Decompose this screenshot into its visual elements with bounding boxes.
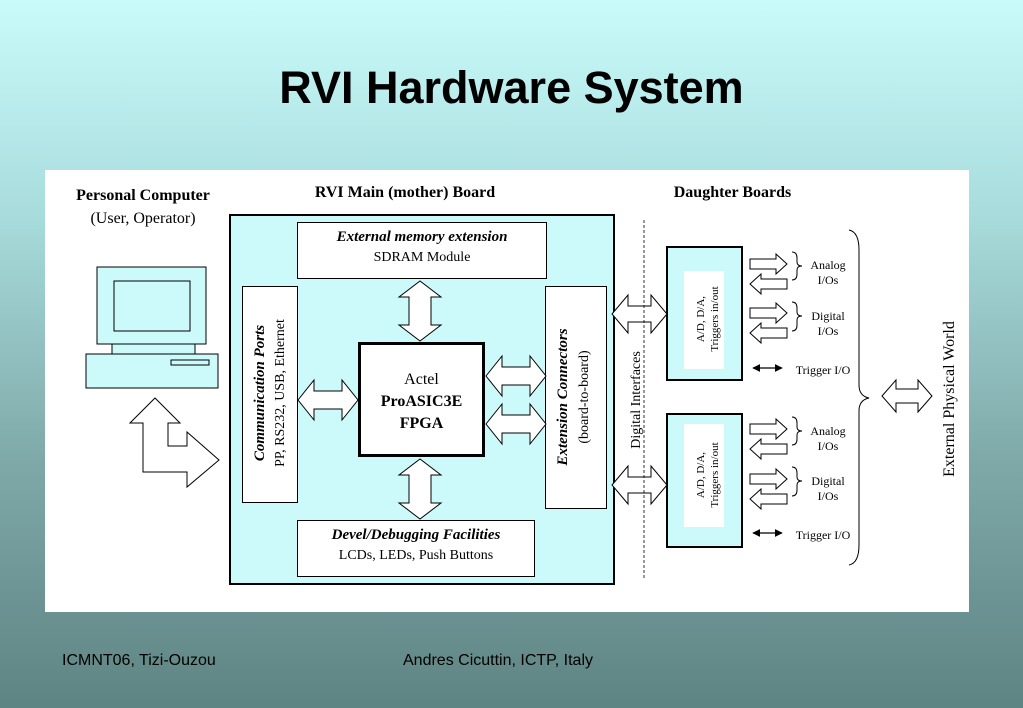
comm-ports-subtitle: PP, RS232, USB, Ethernet: [273, 319, 288, 467]
daughter-board-2-inner: [684, 424, 724, 527]
digital-io-label-1b: I/Os: [817, 324, 839, 338]
digital-interfaces-label: Digital Interfaces: [629, 351, 644, 449]
trigger-io-label-2: Trigger I/O: [795, 528, 851, 542]
daughter-boards-title: Daughter Boards: [673, 184, 792, 201]
devel-box: [297, 520, 535, 577]
memory-title: External memory extension: [336, 229, 508, 245]
comm-ports-title: Communication Ports: [252, 324, 268, 462]
fpga-line2: ProASIC3E: [380, 393, 463, 410]
digital-io-label-2a: Digital: [811, 474, 845, 488]
analog-io-label-1a: Analog: [810, 258, 846, 272]
analog-io-label-1b: I/Os: [817, 273, 839, 287]
memory-box: [297, 222, 547, 279]
devel-subtitle: LCDs, LEDs, Push Buttons: [338, 548, 494, 563]
fpga-line1: Actel: [404, 371, 439, 388]
daughter-board-2-line2: Triggers in/out: [709, 442, 721, 508]
trigger-io-label-1: Trigger I/O: [795, 363, 851, 377]
fpga-box: [358, 342, 485, 457]
extension-connectors-subtitle: (board-to-board): [577, 350, 592, 444]
devel-title: Devel/Debugging Facilities: [331, 527, 501, 543]
comm-ports-box: [242, 286, 298, 503]
digital-io-label-2b: I/Os: [817, 489, 839, 503]
memory-subtitle: SDRAM Module: [373, 250, 471, 265]
pc-title: Personal Computer: [76, 187, 210, 204]
extension-connectors-box: [545, 286, 607, 509]
digital-io-label-1a: Digital: [811, 309, 845, 323]
daughter-board-1-line2: Triggers in/out: [709, 286, 721, 352]
footer-center: Andres Cicuttin, ICTP, Italy: [403, 652, 593, 669]
analog-io-label-2a: Analog: [810, 424, 846, 438]
extension-connectors-title: Extension Connectors: [555, 328, 571, 466]
pc-subtitle: (User, Operator): [90, 210, 196, 227]
daughter-board-1-inner: [684, 271, 724, 369]
analog-io-label-2b: I/Os: [817, 439, 839, 453]
external-world-label: External Physical World: [941, 321, 958, 477]
fpga-line3: FPGA: [399, 415, 444, 432]
slide-title: RVI Hardware System: [279, 62, 744, 113]
footer-left: ICMNT06, Tizi-Ouzou: [62, 652, 216, 669]
main-board-title: RVI Main (mother) Board: [314, 184, 496, 201]
